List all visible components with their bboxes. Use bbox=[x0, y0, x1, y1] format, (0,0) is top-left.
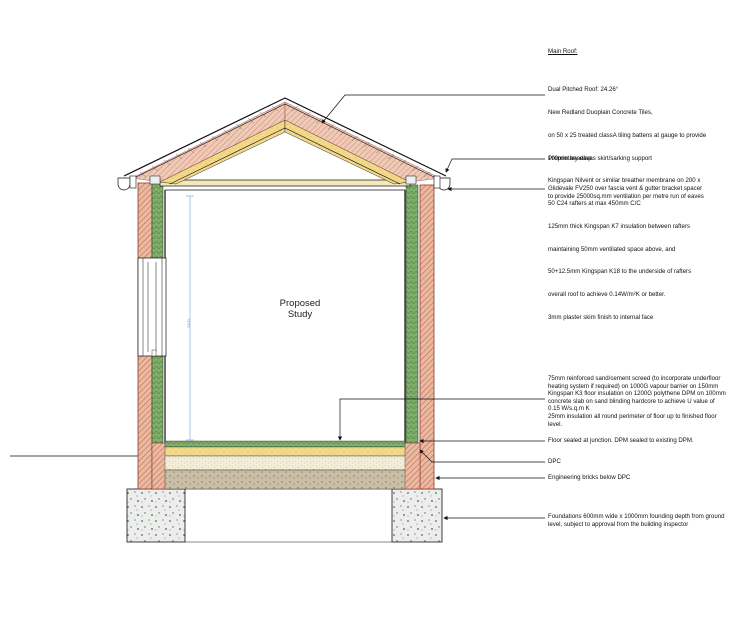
note-eaves-skirt: Proprietary eaves skirt/sarking support bbox=[548, 155, 652, 162]
foundation-right bbox=[391, 488, 443, 543]
roof-insulation-right bbox=[284, 119, 411, 185]
floor-hardcore bbox=[164, 469, 406, 490]
foundation-left bbox=[126, 488, 186, 543]
note-main-roof: Main Roof: Dual Pitched Roof: 24.26° New… bbox=[548, 33, 706, 344]
note-line: 50+12.5mm Kingspan K18 to the underside … bbox=[548, 268, 692, 276]
note-foundations: Foundations 600mm wide x 1000mm founding… bbox=[548, 513, 725, 528]
left-gutter bbox=[117, 177, 131, 191]
roof-batten-line bbox=[129, 103, 441, 181]
left-wall-plate bbox=[149, 175, 161, 185]
roof-inner-line bbox=[169, 127, 401, 185]
note-line: 3mm plaster skim finish to internal face bbox=[548, 313, 654, 321]
right-inner-leaf-lower bbox=[403, 442, 421, 490]
roof-insulation-left bbox=[159, 119, 286, 185]
note-line: on 50 x 25 treated classA tiling battens… bbox=[548, 131, 707, 139]
note-line: Dual Pitched Roof: 24.26° bbox=[548, 86, 619, 94]
note-floor: 75mm reinforced sand/cement screed (to i… bbox=[548, 375, 726, 428]
right-brick-leaf bbox=[419, 184, 435, 490]
roof-tile-line bbox=[123, 97, 447, 177]
leader-eaves-skirt bbox=[445, 158, 545, 173]
floor-insulation bbox=[164, 446, 406, 457]
note-line: 125mm thick Kingspan K7 insulation betwe… bbox=[548, 222, 690, 230]
leader-lines bbox=[321, 94, 545, 521]
note-line: 50 C24 rafters at max 450mm C/C bbox=[548, 200, 641, 208]
right-wall-plate bbox=[405, 175, 417, 185]
left-inner-leaf-lower bbox=[151, 442, 168, 490]
note-line: Kingspan Nilvent or similar breather mem… bbox=[548, 177, 701, 185]
leader-dpc bbox=[419, 449, 545, 463]
note-engineering-bricks: Engineering bricks below DPC bbox=[548, 474, 631, 481]
leader-main-roof bbox=[321, 94, 545, 124]
floor-screed-green bbox=[164, 440, 406, 448]
left-fascia bbox=[129, 175, 137, 189]
leader-floor bbox=[337, 398, 545, 441]
roof-tiles bbox=[139, 105, 431, 178]
note-line: 100mm headlap. bbox=[548, 154, 594, 162]
note-main-roof-body: Dual Pitched Roof: 24.26° New Redland Du… bbox=[548, 71, 706, 337]
floor-slab bbox=[164, 455, 406, 471]
room-label-line1: Proposed bbox=[279, 298, 321, 309]
note-dpc: DPC bbox=[548, 458, 561, 465]
note-main-roof-title: Main Roof: bbox=[548, 48, 578, 56]
note-line: overall roof to achieve 0.14W/m²K or bet… bbox=[548, 291, 666, 299]
note-fascia-vent: Glidevale FV250 over fascia vent & gutte… bbox=[548, 185, 704, 200]
window-handle bbox=[151, 349, 157, 357]
right-cavity-insulation bbox=[405, 184, 419, 444]
room-label: Proposed Study bbox=[255, 298, 345, 320]
note-line: New Redland Duoplain Concrete Tiles, bbox=[548, 108, 653, 116]
note-line: maintaining 50mm ventilated space above,… bbox=[548, 245, 676, 253]
right-fascia bbox=[433, 175, 441, 189]
ceiling-joist bbox=[159, 179, 411, 187]
window-frame bbox=[137, 257, 167, 357]
room-label-line2: Study bbox=[287, 309, 313, 320]
dimension-text: 2400 bbox=[186, 319, 191, 328]
note-floor-sealed: Floor sealed at junction. DPM sealed to … bbox=[548, 437, 694, 444]
